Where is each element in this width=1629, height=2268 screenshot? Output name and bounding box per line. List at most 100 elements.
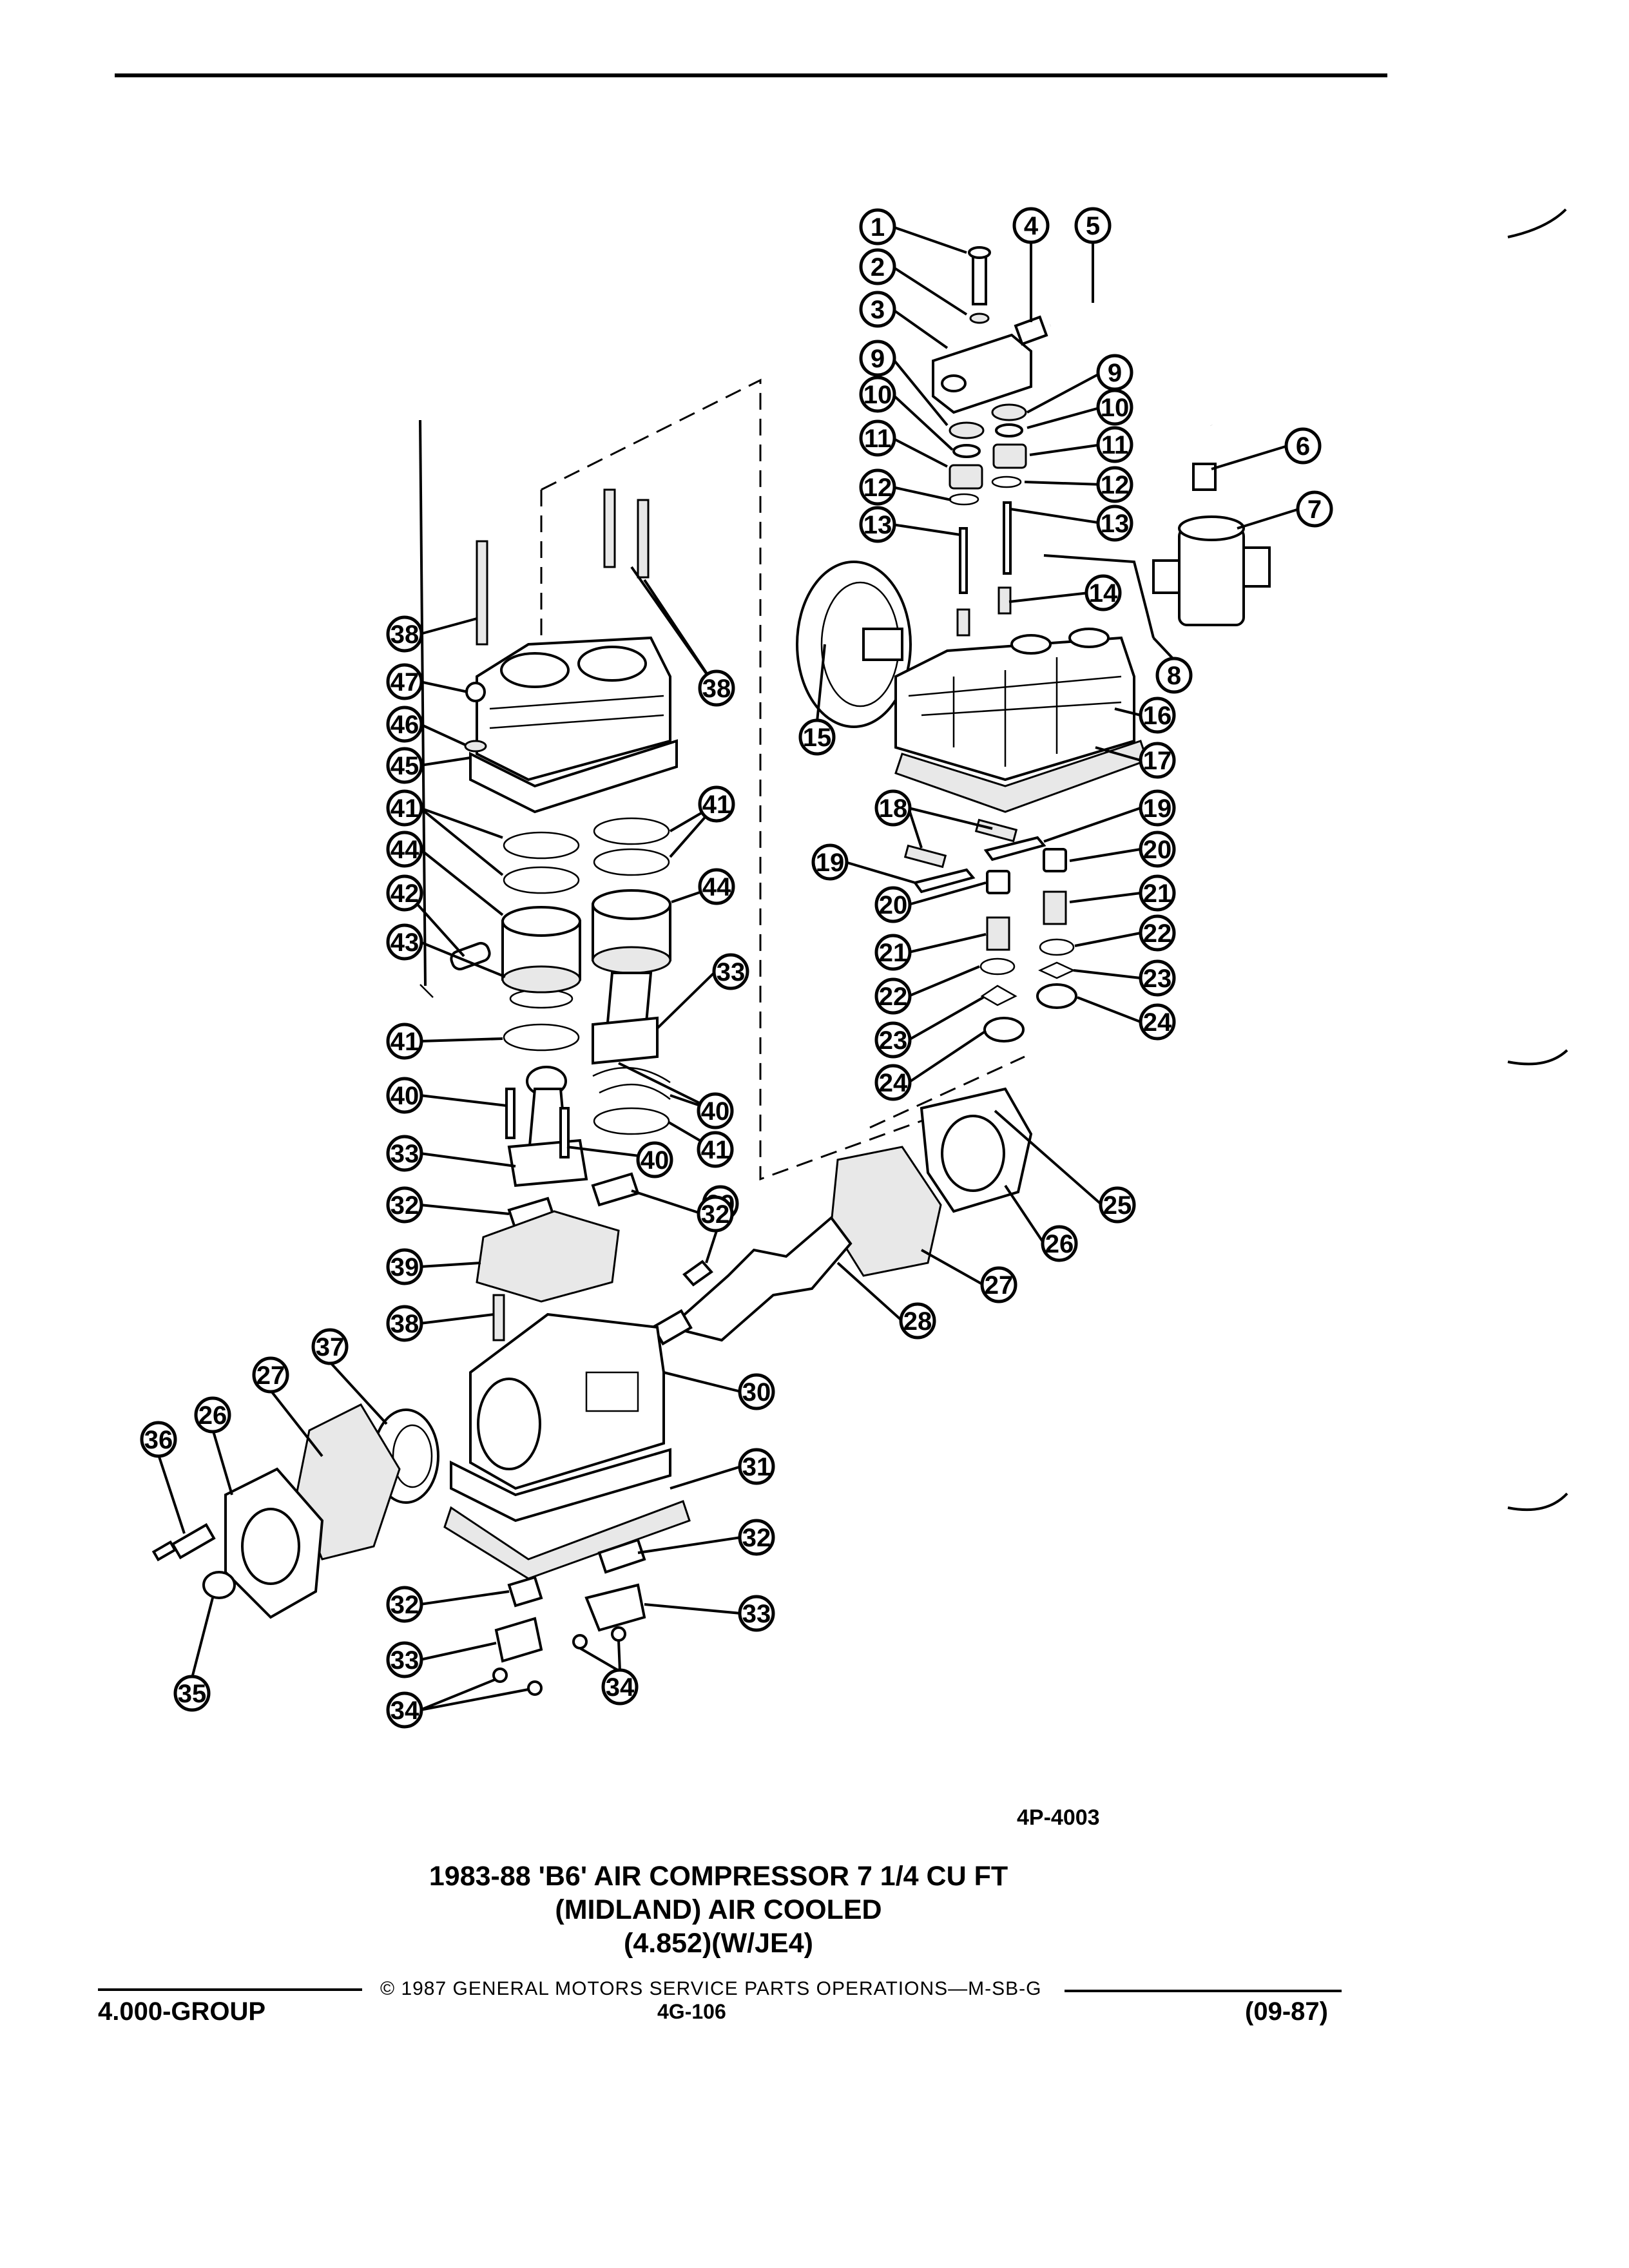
callout-25: 25 [1099,1186,1136,1224]
part-rod-cap-33b [494,1617,543,1663]
callout-10: 10 [859,376,896,413]
part-stud-38a [476,540,488,646]
part-o-ring-9r [991,403,1027,421]
callout-17: 17 [1139,742,1176,779]
callout-label: 37 [316,1333,345,1361]
callout-label: 3 [871,296,885,324]
part-spring-21r [1043,890,1067,925]
callout-label: 21 [879,939,908,967]
part-stud-38d [492,1294,505,1341]
part-seat-23l [980,985,1017,1006]
callout-label: 43 [390,928,419,957]
part-spring-10l [952,444,981,458]
callout-19: 19 [1139,789,1176,827]
part-valve-reed-18r [974,818,1018,843]
part-disc-22l [979,957,1016,975]
callout-22: 22 [874,977,912,1015]
part-ring-12l [949,493,979,506]
callout-11: 11 [1096,426,1133,463]
footer-rule-right [1065,1990,1342,1992]
callout-34: 34 [601,1668,639,1706]
callout-label: 24 [879,1069,908,1097]
figure-title-line-1: 1983-88 'B6' AIR COMPRESSOR 7 1/4 CU FT [429,1861,1008,1892]
callout-12: 12 [859,468,896,506]
part-connecting-rod-right [592,972,659,1065]
callout-label: 45 [390,752,419,780]
callout-33: 33 [738,1595,775,1632]
callout-30: 30 [738,1373,775,1410]
callout-22: 22 [1139,914,1176,952]
part-spring-14r [998,586,1012,615]
callout-33: 33 [386,1641,423,1678]
part-crankcase [450,1312,671,1523]
part-cylinder-block [469,636,678,814]
callout-27: 27 [252,1356,289,1394]
callout-label: 24 [1143,1008,1172,1037]
part-washer [969,312,990,324]
callout-label: 22 [1143,919,1172,948]
callout-label: 9 [871,345,885,373]
callout-label: 38 [390,1310,419,1338]
part-stud-38c [637,499,650,579]
part-plunger-13r [1003,501,1012,575]
callout-label: 33 [390,1646,419,1675]
part-fitting [1014,315,1048,346]
part-valve-20r [1043,848,1067,872]
callout-38: 38 [386,615,423,653]
callout-label: 7 [1307,495,1322,524]
callout-44: 44 [386,831,423,868]
callout-label: 25 [1103,1191,1132,1220]
callout-1: 1 [859,208,896,245]
callout-label: 20 [1143,836,1172,864]
part-rod-bolt-40b [559,1107,570,1158]
callout-8: 8 [1155,657,1193,694]
callout-14: 14 [1084,574,1122,611]
callout-label: 32 [390,1191,419,1220]
callout-label: 31 [742,1453,771,1481]
part-rod-bolt-40c [592,1066,671,1100]
part-retainer [419,984,434,998]
callout-38: 38 [698,669,735,707]
part-ring-41d [593,848,670,876]
callout-31: 31 [738,1448,775,1485]
callout-16: 16 [1139,697,1176,734]
callout-12: 12 [1096,466,1133,503]
binding-mark-bottom [1507,1492,1568,1512]
callout-label: 11 [864,425,891,453]
callout-15: 15 [798,718,836,756]
group-label: 4.000-GROUP [98,1997,266,2026]
callout-label: 42 [390,879,419,908]
part-bearing-32b [507,1575,543,1608]
callout-9: 9 [859,340,896,377]
callout-label: 40 [701,1097,730,1126]
callout-47: 47 [386,663,423,700]
callout-label: 41 [701,1136,730,1164]
part-connecting-rod-left [507,1066,588,1187]
callout-label: 40 [390,1082,419,1110]
callout-10: 10 [1096,389,1133,426]
binding-mark-middle [1507,1049,1568,1066]
part-fitting-36 [151,1523,216,1562]
callout-34: 34 [386,1691,423,1729]
callout-label: 10 [863,381,892,409]
callout-label: 13 [1101,510,1130,538]
page-number: 4G-106 [657,2000,726,2023]
part-stop-19r [983,836,1046,861]
part-spring-21l [986,916,1010,951]
plate-number: 4P-4003 [1017,1805,1100,1830]
figure-title-line-3: (4.852)(W/JE4) [624,1928,813,1959]
part-bearing-32d [591,1172,640,1207]
part-cage-24r [1036,983,1077,1009]
callout-41: 41 [698,785,735,823]
callout-label: 41 [390,1028,419,1056]
callout-label: 47 [390,668,419,697]
part-gasket-27r [830,1146,942,1277]
part-stop-19l [912,868,976,894]
part-base-gasket [443,1500,691,1580]
callout-label: 12 [1101,471,1130,499]
callout-45: 45 [386,747,423,784]
callout-label: 16 [1143,702,1172,730]
part-ring-12r [991,476,1022,488]
callout-13: 13 [1096,505,1133,542]
